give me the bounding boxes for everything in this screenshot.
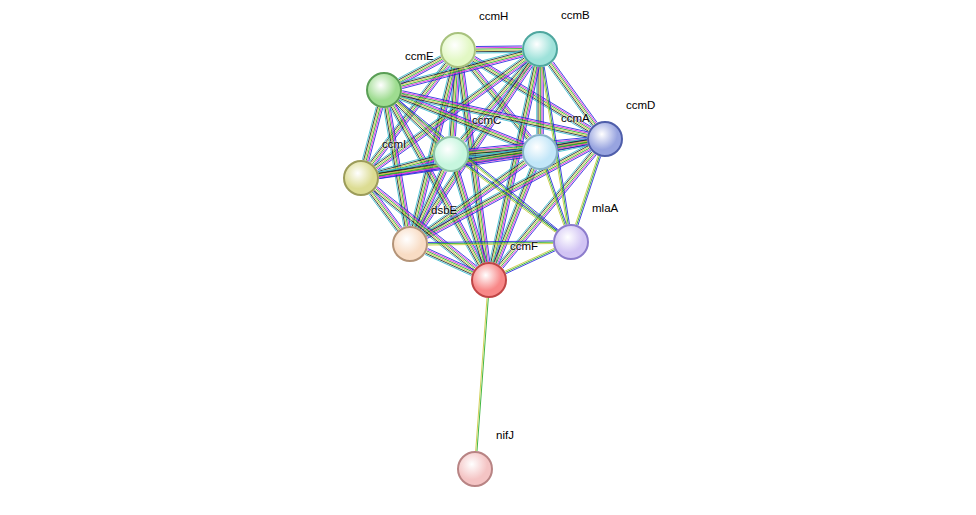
evidence-line bbox=[466, 164, 557, 231]
evidence-line bbox=[552, 62, 596, 123]
evidence-line bbox=[399, 100, 558, 229]
evidence-line bbox=[476, 49, 522, 51]
evidence-line bbox=[548, 65, 592, 126]
interaction-edge bbox=[548, 62, 597, 127]
evidence-line bbox=[415, 169, 441, 226]
protein-node: nifJ bbox=[457, 451, 493, 487]
interaction-edge bbox=[545, 169, 567, 226]
evidence-line bbox=[416, 170, 442, 227]
node-label: ccmI bbox=[382, 138, 406, 150]
node-label: nifJ bbox=[496, 429, 514, 441]
evidence-line bbox=[362, 107, 376, 160]
evidence-line bbox=[500, 152, 593, 265]
evidence-line bbox=[476, 47, 522, 49]
evidence-line bbox=[546, 169, 565, 225]
interaction-edge bbox=[505, 248, 555, 273]
protein-node: dsbE bbox=[392, 226, 428, 262]
evidence-line bbox=[398, 101, 557, 230]
evidence-line bbox=[577, 156, 600, 225]
evidence-line bbox=[549, 65, 593, 126]
evidence-line bbox=[375, 189, 475, 269]
evidence-line bbox=[461, 61, 527, 139]
interaction-edge bbox=[362, 107, 382, 162]
protein-node: ccmD bbox=[587, 121, 623, 157]
protein-node: ccmB bbox=[522, 31, 558, 67]
evidence-line bbox=[418, 171, 444, 228]
evidence-line bbox=[476, 45, 522, 47]
evidence-line bbox=[575, 156, 598, 225]
evidence-line bbox=[476, 48, 522, 50]
node-label: ccmF bbox=[510, 240, 538, 252]
evidence-line bbox=[465, 166, 556, 233]
evidence-line bbox=[466, 165, 557, 232]
evidence-line bbox=[550, 64, 594, 125]
node-label: ccmH bbox=[479, 10, 508, 22]
protein-node: ccmC bbox=[433, 136, 469, 172]
evidence-line bbox=[366, 108, 380, 161]
node-label: ccmA bbox=[561, 112, 590, 124]
evidence-line bbox=[375, 190, 475, 270]
evidence-line bbox=[417, 170, 443, 227]
protein-node: ccmI bbox=[343, 160, 379, 196]
node-label: ccmD bbox=[626, 99, 655, 111]
evidence-line bbox=[373, 192, 473, 272]
protein-node: mlaA bbox=[553, 224, 589, 260]
evidence-line bbox=[545, 169, 564, 225]
evidence-line bbox=[401, 95, 587, 136]
protein-node: ccmA bbox=[522, 134, 558, 170]
node-label: ccmB bbox=[561, 9, 590, 21]
evidence-line bbox=[426, 252, 472, 273]
evidence-line bbox=[401, 96, 587, 137]
evidence-line bbox=[476, 298, 487, 451]
interaction-edge bbox=[476, 298, 489, 451]
evidence-line bbox=[505, 250, 554, 273]
interaction-edge bbox=[425, 249, 474, 276]
evidence-line bbox=[477, 298, 488, 451]
interaction-edge bbox=[465, 164, 558, 233]
protein-node: ccmH bbox=[440, 32, 476, 68]
evidence-line bbox=[547, 169, 566, 225]
evidence-line bbox=[374, 191, 474, 271]
evidence-line bbox=[425, 254, 471, 275]
interaction-edge bbox=[575, 156, 600, 226]
interaction-edge bbox=[401, 91, 588, 139]
node-label: mlaA bbox=[592, 202, 618, 214]
protein-node: ccmE bbox=[366, 72, 402, 108]
interaction-edge bbox=[373, 187, 477, 272]
protein-node: ccmF bbox=[471, 262, 507, 298]
interaction-edge bbox=[397, 100, 558, 231]
evidence-line bbox=[578, 157, 601, 226]
evidence-line bbox=[426, 253, 472, 274]
evidence-line bbox=[456, 171, 484, 263]
evidence-line bbox=[427, 250, 473, 271]
node-label: ccmE bbox=[405, 50, 434, 62]
node-label: dsbE bbox=[431, 204, 457, 216]
evidence-line bbox=[401, 97, 587, 138]
evidence-line bbox=[551, 63, 595, 124]
evidence-line bbox=[364, 107, 378, 160]
node-label: ccmC bbox=[472, 114, 501, 126]
evidence-line bbox=[506, 251, 555, 274]
evidence-line bbox=[427, 251, 473, 272]
evidence-line bbox=[365, 107, 379, 160]
